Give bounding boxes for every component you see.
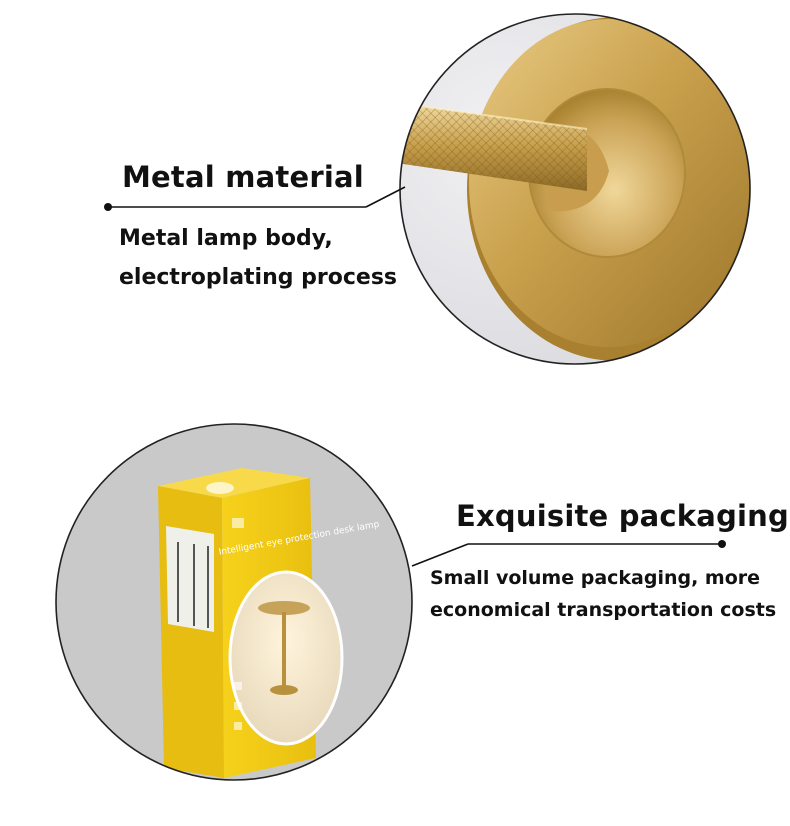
- packaging-description-line-2: economical transportation costs: [430, 599, 777, 621]
- metal-material-title: Metal material: [122, 160, 364, 194]
- metal-material-description-line-2: electroplating process: [119, 265, 398, 290]
- metal-material-leader-line: [100, 180, 420, 220]
- packaging-leader-line: [408, 536, 734, 572]
- packaging-description-line-1: Small volume packaging, more: [430, 567, 761, 589]
- metal-material-description-line-1: Metal lamp body,: [119, 226, 333, 251]
- packaging-photo: Intelligent eye protection desk lamp: [54, 422, 414, 782]
- packaging-title: Exquisite packaging: [456, 499, 789, 533]
- metal-material-photo: [397, 11, 753, 367]
